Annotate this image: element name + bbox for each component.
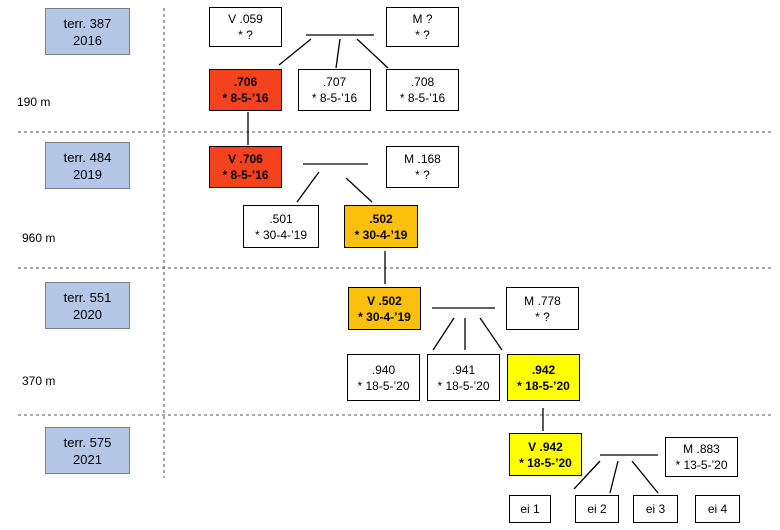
territory-name: terr. 575 bbox=[63, 434, 112, 450]
ring-id: V .942 bbox=[528, 439, 563, 454]
egg-label: ei 1 bbox=[520, 502, 540, 516]
birth-date: * ? bbox=[238, 28, 253, 42]
birth-date: * 18-5-’20 bbox=[357, 378, 410, 393]
mother-box: M .168 * ? bbox=[386, 146, 459, 188]
mother-box: M ? * ? bbox=[386, 7, 459, 47]
ring-id: M ? bbox=[412, 12, 433, 26]
birth-date: * 8-5-’16 bbox=[222, 168, 269, 182]
father-box: V .059 * ? bbox=[209, 7, 282, 47]
territory-year: 2020 bbox=[73, 306, 102, 322]
birth-date: * 8-5-’16 bbox=[399, 91, 446, 105]
ring-id: .942 bbox=[531, 362, 556, 377]
chick-box: .707 * 8-5-’16 bbox=[298, 69, 371, 111]
territory-name: terr. 551 bbox=[63, 289, 112, 305]
father-box-highlighted: V .942 * 18-5-’20 bbox=[509, 433, 582, 476]
chick-box-highlighted: .502 * 30-4-’19 bbox=[344, 205, 418, 248]
ring-id: V .059 bbox=[228, 12, 263, 26]
ring-id: .707 bbox=[322, 75, 347, 89]
egg-label: ei 2 bbox=[587, 502, 607, 516]
birth-date: * 18-5-’20 bbox=[517, 378, 570, 393]
territory-year: 2021 bbox=[73, 451, 102, 467]
ring-id: .940 bbox=[371, 362, 396, 377]
mother-box: M .778 * ? bbox=[506, 287, 579, 330]
birth-date: * 18-5-’20 bbox=[437, 378, 490, 393]
egg-box: ei 1 bbox=[509, 495, 551, 523]
chick-box: .501 * 30-4-’19 bbox=[243, 205, 319, 248]
egg-box: ei 4 bbox=[695, 495, 740, 523]
ring-id: .941 bbox=[451, 362, 476, 377]
birth-date: * 8-5-’16 bbox=[222, 91, 269, 105]
ring-id: M .883 bbox=[683, 442, 720, 456]
distance-label: 960 m bbox=[22, 231, 56, 245]
territory-year: 2019 bbox=[73, 166, 102, 182]
distance-label: 190 m bbox=[17, 95, 51, 109]
birth-date: * 30-4-’19 bbox=[254, 227, 308, 242]
ring-id: .708 bbox=[410, 75, 435, 89]
territory-label: terr. 387 2016 bbox=[45, 8, 130, 55]
territory-label: terr. 484 2019 bbox=[45, 142, 130, 189]
birth-date: * 30-4-’19 bbox=[354, 227, 408, 242]
birth-date: * 18-5-’20 bbox=[519, 455, 572, 470]
father-box-highlighted: V .502 * 30-4-’19 bbox=[348, 287, 421, 330]
ring-id: V .502 bbox=[367, 293, 402, 308]
chick-box-highlighted: .942 * 18-5-’20 bbox=[507, 354, 580, 401]
egg-box: ei 3 bbox=[633, 495, 678, 523]
ring-id: .706 bbox=[233, 75, 258, 89]
territory-name: terr. 484 bbox=[63, 149, 112, 165]
territory-label: terr. 575 2021 bbox=[45, 427, 130, 474]
chick-box: .941 * 18-5-’20 bbox=[427, 354, 500, 401]
father-box-highlighted: V .706 * 8-5-’16 bbox=[209, 146, 282, 188]
territory-year: 2016 bbox=[73, 32, 102, 48]
egg-label: ei 3 bbox=[645, 502, 666, 516]
birth-date: * ? bbox=[415, 168, 430, 182]
ring-id: V .706 bbox=[228, 152, 263, 166]
birth-date: * ? bbox=[535, 309, 550, 324]
egg-box: ei 2 bbox=[575, 495, 619, 523]
ring-id: .502 bbox=[369, 211, 393, 226]
ring-id: M .778 bbox=[524, 293, 561, 308]
territory-name: terr. 387 bbox=[63, 15, 112, 31]
birth-date: * 30-4-’19 bbox=[358, 309, 411, 324]
birth-date: * 8-5-’16 bbox=[311, 91, 358, 105]
territory-label: terr. 551 2020 bbox=[45, 282, 130, 329]
birth-date: * 13-5-’20 bbox=[675, 458, 728, 472]
ring-id: .501 bbox=[269, 211, 293, 226]
ring-id: M .168 bbox=[404, 152, 441, 166]
distance-label: 370 m bbox=[22, 374, 56, 388]
chick-box: .708 * 8-5-’16 bbox=[386, 69, 459, 111]
chick-box: .940 * 18-5-’20 bbox=[347, 354, 420, 401]
egg-label: ei 4 bbox=[707, 502, 728, 516]
mother-box: M .883 * 13-5-’20 bbox=[665, 437, 738, 477]
chick-box-highlighted: .706 * 8-5-’16 bbox=[209, 69, 282, 111]
birth-date: * ? bbox=[415, 28, 430, 42]
